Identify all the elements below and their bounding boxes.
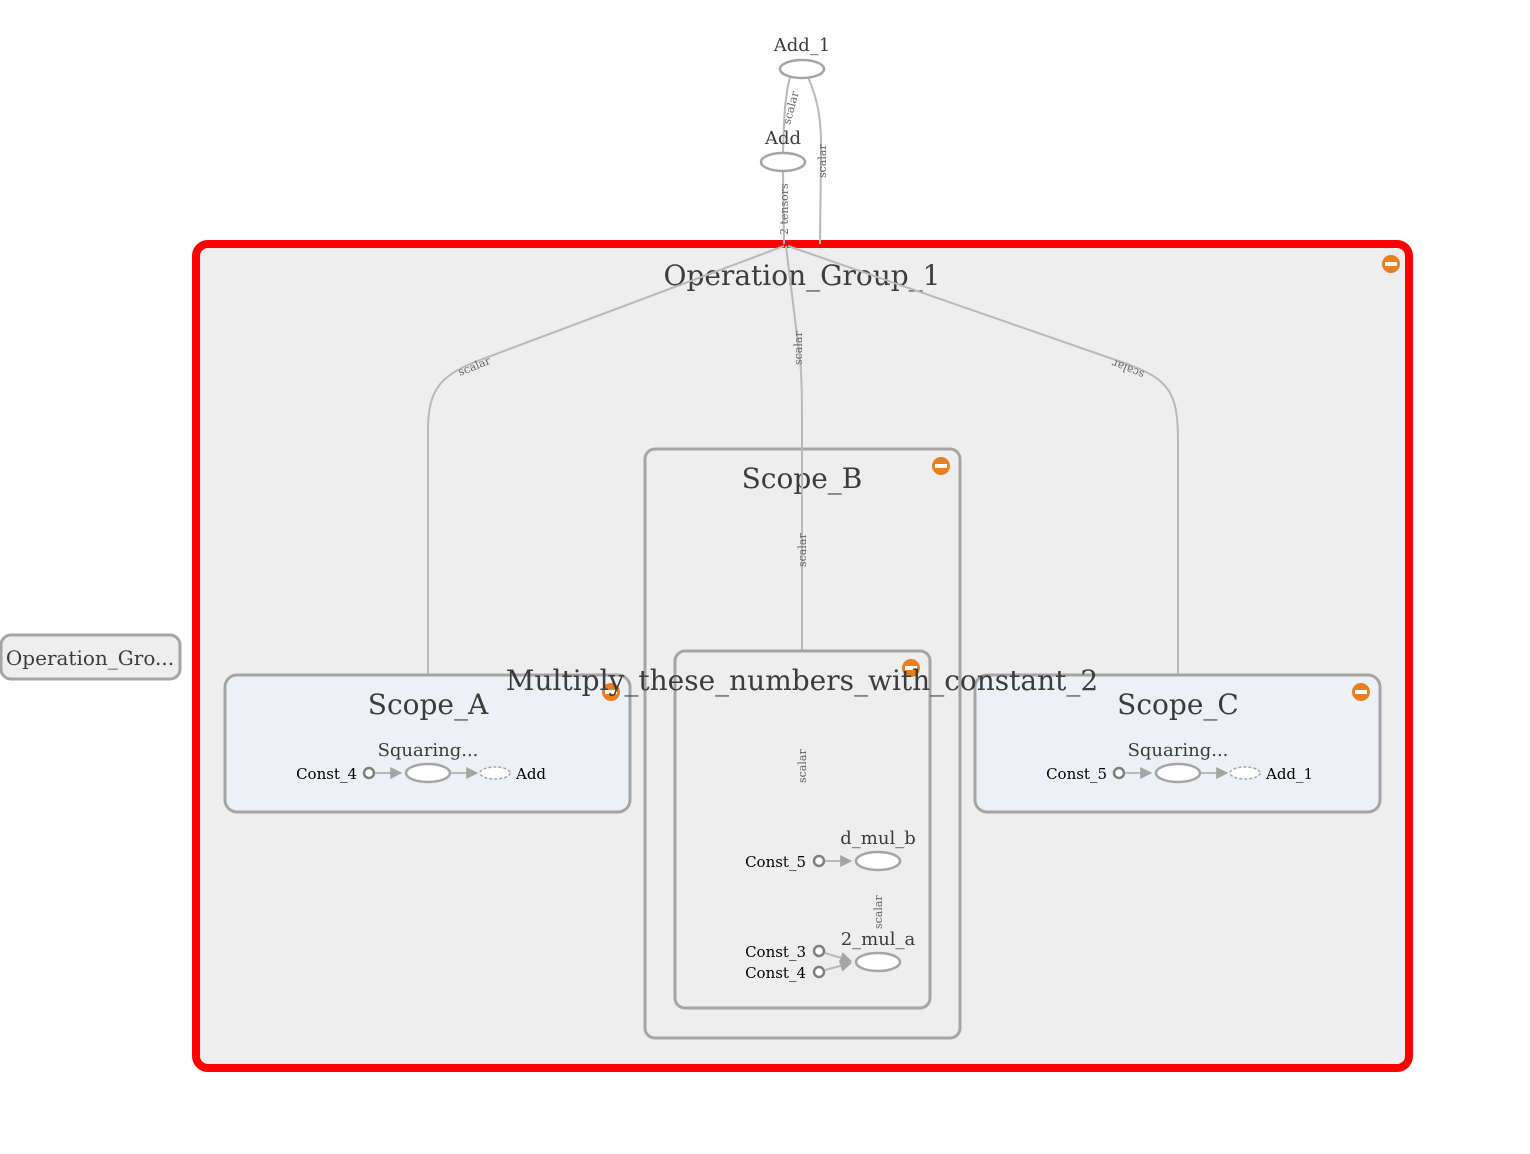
operation-group-1-label: Operation_Group_1 xyxy=(663,259,940,292)
multiply-group[interactable] xyxy=(673,649,932,1010)
node-add-1-ellipse[interactable] xyxy=(778,58,826,80)
mul-2-a-ellipse[interactable] xyxy=(854,951,902,973)
scope-c-squaring-label: Squaring... xyxy=(1128,740,1229,761)
scope-c-collapse-icon[interactable] xyxy=(1352,683,1370,701)
scope-c-box[interactable] xyxy=(973,673,1382,814)
scope-b-collapse-icon[interactable] xyxy=(932,457,950,475)
scope-a-add-label: Add xyxy=(515,765,546,783)
scope-c-squaring-node[interactable] xyxy=(1154,762,1202,784)
scope-a-const-node[interactable] xyxy=(362,766,376,780)
edge-label-scope-b: scalar xyxy=(792,331,805,365)
scope-c[interactable]: Scope_C Squaring... Const_5 Add_1 xyxy=(973,673,1382,814)
edge-label-group-add: 2 tensors xyxy=(778,183,791,235)
node-add-1[interactable]: Add_1 xyxy=(773,35,831,80)
d-mul-b-label: d_mul_b xyxy=(840,828,915,849)
collapsed-operation-group[interactable]: Operation_Gro... xyxy=(0,633,182,681)
mul-2-a-label: 2_mul_a xyxy=(841,929,916,950)
node-add-ellipse[interactable] xyxy=(759,151,807,173)
edge-label-scope-b-inner: scalar xyxy=(796,533,809,567)
mul-2-a-const-4-node[interactable] xyxy=(812,965,826,979)
scope-a[interactable]: Scope_A Squaring... Const_4 Add xyxy=(223,673,632,814)
scope-a-collapse-icon[interactable] xyxy=(602,683,620,701)
edge-group-to-add xyxy=(782,169,785,245)
node-2-mul-a[interactable]: 2_mul_a Const_3 Const_4 xyxy=(745,929,916,982)
edge-group-to-add1 xyxy=(807,76,823,245)
scope-a-label: Scope_A xyxy=(368,688,489,721)
node-add-label: Add xyxy=(764,128,801,149)
edge-label-mul-to-d: scalar xyxy=(872,895,885,929)
scope-c-add1-label: Add_1 xyxy=(1265,765,1313,783)
edge-label-multiply-inner: scalar xyxy=(796,749,809,783)
d-mul-b-const-node[interactable] xyxy=(812,854,826,868)
multiply-group-label: Multiply_these_numbers_with_constant_2 xyxy=(506,664,1098,697)
node-add-1-label: Add_1 xyxy=(773,35,831,56)
node-add[interactable]: Add xyxy=(759,128,807,173)
scope-c-const-node[interactable] xyxy=(1112,766,1126,780)
multiply-group-collapse-icon[interactable] xyxy=(902,659,920,677)
d-mul-b-const-label: Const_5 xyxy=(745,853,806,871)
d-mul-b-ellipse[interactable] xyxy=(854,850,902,872)
collapsed-group-label: Operation_Gro... xyxy=(6,646,174,670)
collapsed-group-box[interactable] xyxy=(0,633,182,681)
mul-2-a-const-3-node[interactable] xyxy=(812,944,826,958)
mul-2-a-const-3-label: Const_3 xyxy=(745,943,806,961)
mul-2-a-const-4-label: Const_4 xyxy=(745,964,806,982)
scope-a-add-ref-node[interactable] xyxy=(479,766,511,780)
edge-to-scope-a xyxy=(427,245,785,675)
operation-group-1-collapse-icon[interactable] xyxy=(1382,255,1400,273)
edge-label-group-add1: scalar xyxy=(816,144,829,178)
scope-c-const-label: Const_5 xyxy=(1046,765,1107,783)
scope-a-squaring-node[interactable] xyxy=(404,762,452,784)
scope-a-box[interactable] xyxy=(223,673,632,814)
multiply-group-box[interactable] xyxy=(673,649,932,1010)
scope-c-label: Scope_C xyxy=(1117,688,1239,721)
node-d-mul-b[interactable]: d_mul_b Const_5 xyxy=(745,828,916,872)
edge-add-to-add1 xyxy=(782,76,791,153)
scope-c-add1-ref-node[interactable] xyxy=(1229,766,1261,780)
edge-to-scope-c xyxy=(787,245,1179,675)
scope-a-squaring-label: Squaring... xyxy=(378,740,479,761)
edge-label-add-add1: scalar xyxy=(780,89,801,126)
scope-a-const-label: Const_4 xyxy=(296,765,357,783)
